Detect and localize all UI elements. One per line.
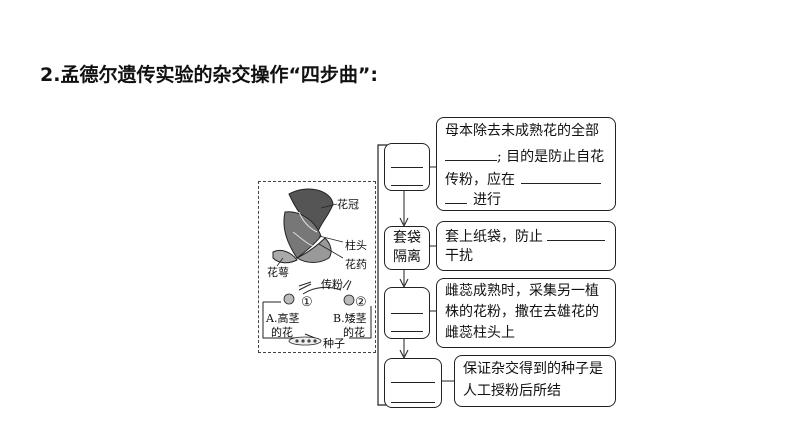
label-tall-flower-2: 的花: [271, 326, 293, 339]
step-3-desc-line-2: 株的花粉，撒在去雄花的: [445, 304, 599, 320]
step-2-blank-1[interactable]: [547, 223, 605, 241]
step-2-label-line-2: 隔离: [393, 249, 421, 265]
step-2-desc-line-2: 干扰: [445, 248, 473, 264]
step-3-label-box: [384, 287, 430, 339]
label-sepal: 花萼: [267, 266, 289, 279]
step-1-label-box: [384, 143, 430, 191]
step-3-desc-line-3: 雌蕊柱头上: [445, 325, 515, 341]
step-3-desc-box: 雌蕊成熟时，采集另一植 株的花粉，撒在去雄花的 雌蕊柱头上: [436, 278, 616, 348]
label-anther: 花药: [345, 258, 367, 271]
step-3-desc-line-1: 雌蕊成熟时，采集另一植: [445, 283, 599, 299]
label-step-1: ①: [301, 295, 313, 310]
step-1-desc-box: 母本除去未成熟花的全部 ; 目的是防止自花 传粉，应在 进行: [436, 117, 616, 211]
step-4-label-box: [384, 358, 442, 408]
step-1-desc-line-1: 母本除去未成熟花的全部: [445, 123, 599, 139]
section-title: 2.孟德尔遗传实验的杂交操作“四步曲”:: [40, 64, 379, 86]
step-1-desc-line-2: ; 目的是防止自花: [445, 143, 604, 169]
step-1-blank-2[interactable]: [521, 166, 601, 184]
step-3-label-blank-2[interactable]: [391, 314, 423, 332]
label-step-2: ②: [355, 295, 367, 310]
step-1-blank-1[interactable]: [445, 143, 497, 161]
label-tall-flower-1: A.高茎: [266, 312, 300, 325]
flower-illustration: [262, 188, 372, 346]
step-4-label-blank-2[interactable]: [391, 385, 435, 403]
step-2-desc-line-1: 套上纸袋，防止: [445, 223, 605, 249]
step-1-desc-line-4: 进行: [445, 186, 501, 212]
step-4-desc-line-2: 人工授粉后所结: [463, 383, 561, 399]
label-stigma: 柱头: [345, 239, 367, 252]
label-short-flower-1: B.矮茎: [333, 312, 367, 325]
step-1-label-blank-2[interactable]: [391, 168, 423, 186]
step-2-label-line-1: 套袋: [393, 230, 421, 246]
step-3-label-blank[interactable]: [391, 296, 423, 314]
step-4-desc-line-1: 保证杂交得到的种子是: [463, 361, 603, 377]
step-4-desc-box: 保证杂交得到的种子是 人工授粉后所结: [454, 355, 616, 407]
label-seed: 种子: [323, 337, 345, 350]
flower-figure: 花冠 柱头 花药 花萼 传粉 ① ② A.高茎 的花 B.矮茎 的花 种子: [258, 181, 376, 353]
step-2-label-box: 套袋 隔离: [384, 226, 430, 270]
step-2-desc-box: 套上纸袋，防止 干扰: [436, 221, 616, 271]
step-1-desc-line-3: 传粉，应在: [445, 166, 601, 192]
label-short-flower-2: 的花: [343, 326, 365, 339]
label-corolla: 花冠: [337, 198, 359, 211]
step-1-label-blank[interactable]: [391, 150, 423, 168]
step-1-blank-3[interactable]: [445, 186, 467, 204]
step-4-label-blank[interactable]: [391, 365, 435, 383]
label-pollination: 传粉: [321, 278, 343, 291]
